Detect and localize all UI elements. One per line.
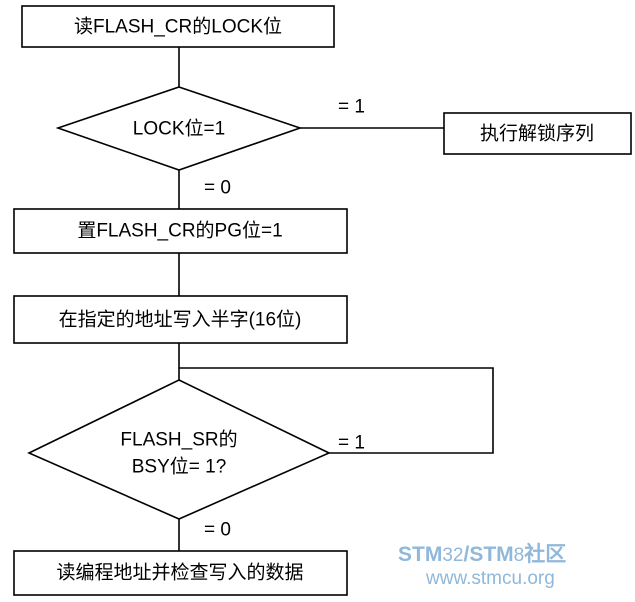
- watermark: STM32/STM8社区 www.stmcu.org: [398, 542, 566, 589]
- step-read-lock-label: 读FLASH_CR的LOCK位: [74, 16, 282, 38]
- edge-lock-no-label: = 0: [204, 178, 231, 199]
- decision-bsy: FLASH_SR的 BSY位= 1?: [27, 379, 331, 520]
- edge-bsy-no-label: = 0: [204, 520, 231, 541]
- watermark-brand-sep: /: [463, 543, 469, 566]
- decision-lock-label: LOCK位=1: [133, 118, 225, 140]
- watermark-brand-part3: STM: [469, 543, 513, 566]
- watermark-brand: STM32/STM8社区: [398, 542, 566, 566]
- step-write-halfword-label: 在指定的地址写入半字(16位): [59, 309, 302, 331]
- connector-lines: [178, 47, 494, 551]
- decision-lock: LOCK位=1: [55, 86, 303, 171]
- step-set-pg: 置FLASH_CR的PG位=1: [13, 208, 348, 254]
- step-verify: 读编程地址并检查写入的数据: [13, 550, 348, 596]
- watermark-brand-part2: 32: [442, 545, 463, 566]
- step-write-halfword: 在指定的地址写入半字(16位): [13, 295, 348, 344]
- step-verify-label: 读编程地址并检查写入的数据: [56, 562, 303, 584]
- step-set-pg-label: 置FLASH_CR的PG位=1: [77, 220, 282, 242]
- step-write-halfword-box: [13, 295, 348, 344]
- decision-lock-diamond: [55, 86, 303, 171]
- watermark-url: www.stmcu.org: [425, 568, 555, 589]
- edge-lock-yes-label: = 1: [338, 97, 365, 118]
- decision-bsy-label-line2: BSY位= 1?: [132, 456, 227, 478]
- decision-bsy-diamond: [27, 379, 331, 520]
- step-set-pg-box: [13, 208, 348, 254]
- step-verify-box: [13, 550, 348, 596]
- action-unlock-box: [443, 112, 632, 155]
- step-read-lock: 读FLASH_CR的LOCK位: [21, 5, 335, 48]
- watermark-brand-part1: STM: [398, 543, 442, 566]
- decision-bsy-label-line1: FLASH_SR的: [120, 429, 237, 451]
- action-unlock-label: 执行解锁序列: [480, 123, 594, 145]
- step-read-lock-box: [21, 5, 335, 48]
- watermark-brand-part4: 8: [514, 545, 525, 566]
- action-unlock: 执行解锁序列: [443, 112, 632, 155]
- connector-bsy-loop-back: [179, 367, 494, 454]
- watermark-brand-part5: 社区: [523, 542, 566, 566]
- edge-bsy-yes-label: = 1: [338, 433, 365, 454]
